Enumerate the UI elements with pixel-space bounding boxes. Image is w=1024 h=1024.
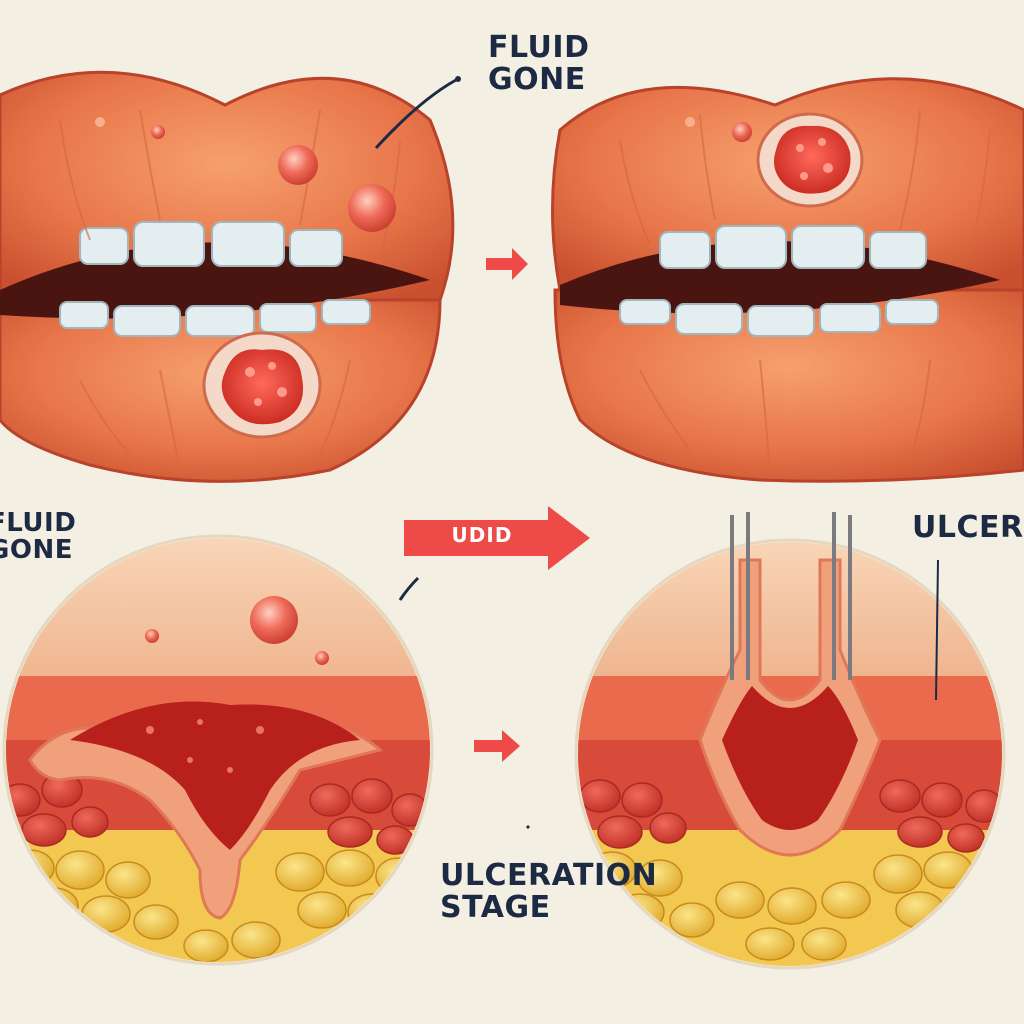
label-ulceration-stage: ULCERATION STAGE [440, 860, 657, 923]
probe-lines [730, 512, 852, 680]
pointer-ulcer [935, 559, 939, 701]
label-line: FLUID [0, 510, 76, 538]
arrow-badge-label: UDID [451, 523, 513, 547]
label-line: STAGE [440, 889, 551, 925]
tissue-cross-section-right [574, 512, 1006, 970]
lips-right-illustration [551, 77, 1024, 483]
pointer-mid [398, 576, 420, 601]
label-line: GONE [0, 535, 73, 565]
label-line: ULCERATION [440, 858, 658, 893]
label-fluid-gone-top: FLUID GONE [488, 32, 589, 95]
lips-left-illustration [0, 70, 455, 483]
label-ulcer: ULCER [912, 512, 1024, 544]
label-fluid-gone-left: FLUID GONE [0, 510, 76, 565]
label-line: GONE [488, 61, 586, 97]
arrow-badge [404, 506, 590, 570]
arrow-top [486, 248, 528, 280]
tissue-cross-section-left [2, 534, 434, 966]
arrow-bottom [474, 730, 520, 762]
label-pointer-line [374, 78, 457, 150]
label-line: FLUID [488, 30, 590, 65]
